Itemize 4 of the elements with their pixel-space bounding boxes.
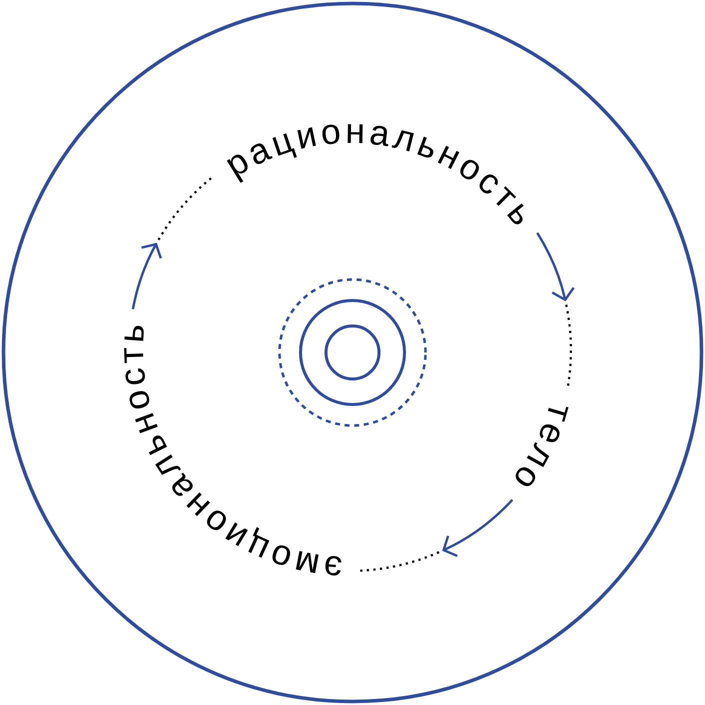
arrow bbox=[536, 232, 575, 302]
arrow bbox=[442, 499, 514, 558]
arrow bbox=[132, 242, 162, 310]
curved-label: тело bbox=[516, 406, 568, 486]
